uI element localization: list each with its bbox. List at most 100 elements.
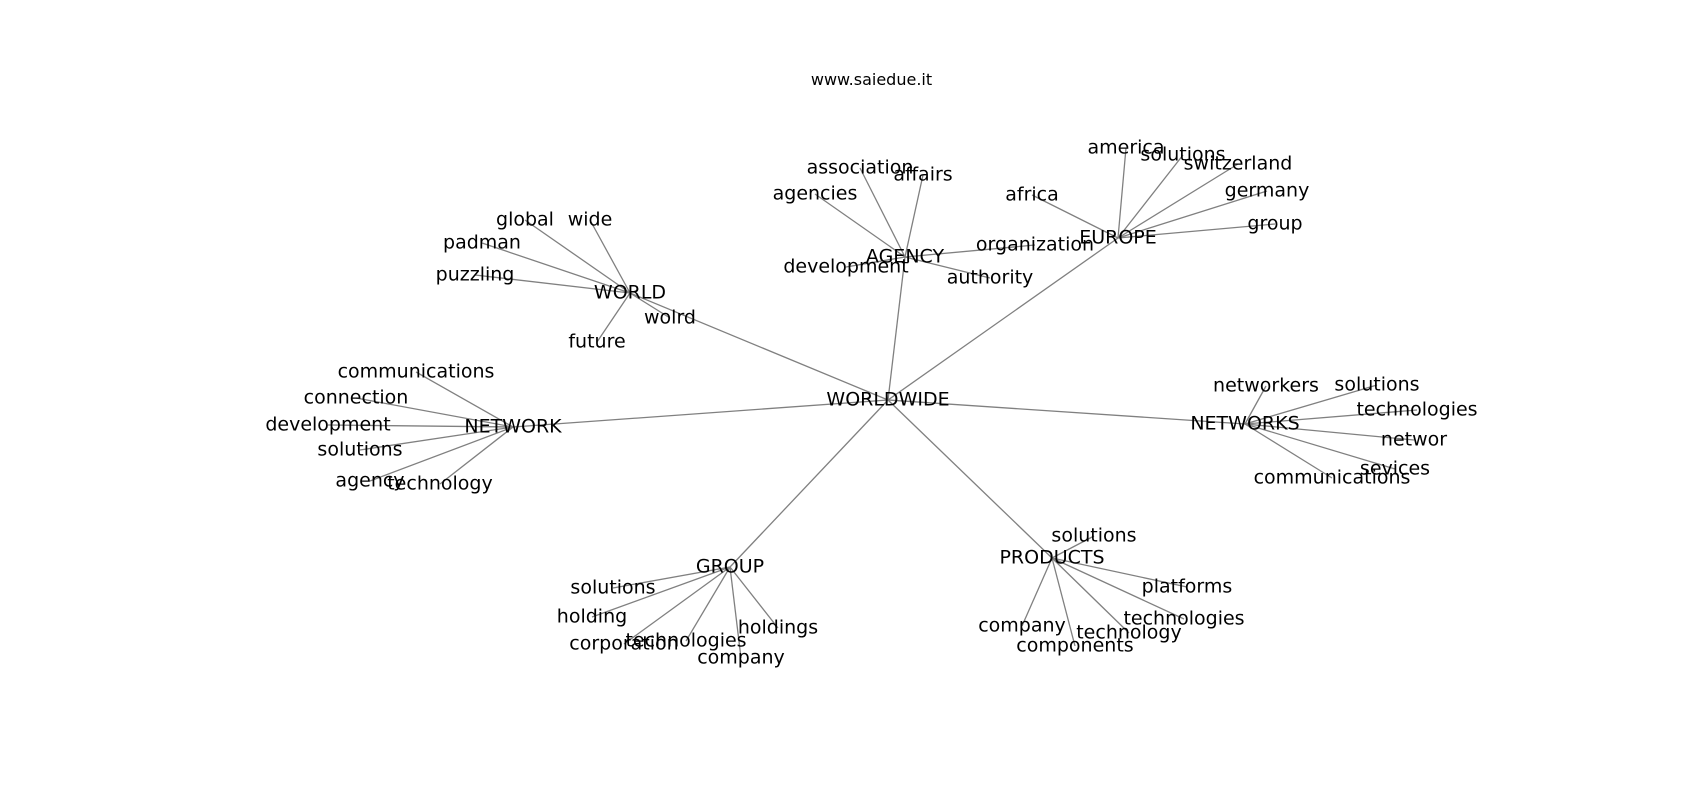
node-leaf-world: padman <box>443 232 521 254</box>
node-leaf-europe: switzerland <box>1184 153 1293 175</box>
node-leaf-group: company <box>697 647 785 669</box>
node-leaf-networks: technologies <box>1356 399 1477 421</box>
node-leaf-network: communications <box>338 361 495 383</box>
node-leaf-group: solutions <box>570 577 655 599</box>
node-leaf-networks: solutions <box>1334 374 1419 396</box>
edge-products-leaf-3 <box>1021 557 1053 627</box>
edge-world-leaf-0 <box>524 219 631 294</box>
node-hub-agency: AGENCY <box>866 246 945 268</box>
edge-world-leaf-1 <box>589 219 631 294</box>
edge-group-leaf-3 <box>685 566 731 642</box>
edge-network-leaf-4 <box>369 426 514 482</box>
edge-root-networks <box>887 399 1246 425</box>
node-leaf-agency: affairs <box>893 164 952 186</box>
edge-agency-leaf-4 <box>904 244 1036 258</box>
node-leaf-network: connection <box>304 387 409 409</box>
node-leaf-products: company <box>978 615 1066 637</box>
edge-networks-leaf-5 <box>1244 423 1333 479</box>
edge-world-leaf-4 <box>629 292 671 319</box>
edge-network-leaf-1 <box>355 397 514 428</box>
node-root: WORLDWIDE <box>826 389 949 411</box>
node-hub-networks: NETWORKS <box>1190 413 1299 435</box>
node-leaf-products: components <box>1016 635 1133 657</box>
edge-europe-leaf-0 <box>1117 147 1127 239</box>
edge-networks-leaf-0 <box>1244 385 1267 425</box>
edge-networks-leaf-2 <box>1244 409 1418 425</box>
edges-layer <box>327 147 1418 659</box>
node-leaf-europe: solutions <box>1140 144 1225 166</box>
node-leaf-group: technologies <box>625 630 746 652</box>
node-leaf-agency: authority <box>947 267 1034 289</box>
node-leaf-products: technology <box>1076 622 1182 644</box>
node-leaf-network: development <box>265 414 390 436</box>
node-leaf-network: technology <box>387 473 493 495</box>
edge-group-leaf-2 <box>623 566 731 645</box>
node-hub-europe: EUROPE <box>1079 227 1157 249</box>
edge-products-leaf-2 <box>1051 557 1185 620</box>
edge-network-leaf-3 <box>359 426 514 451</box>
labels-layer: WORLDWIDE WORLD global wide padman puzzling wo… <box>265 137 1477 669</box>
diagram-title: www.saiedue.it <box>810 70 933 89</box>
node-leaf-products: platforms <box>1142 576 1233 598</box>
node-leaf-europe: germany <box>1225 180 1310 202</box>
node-leaf-networks: communications <box>1254 467 1411 489</box>
node-hub-group: GROUP <box>696 556 764 578</box>
edge-root-world <box>629 292 889 401</box>
edge-networks-leaf-3 <box>1244 423 1415 441</box>
edge-group-leaf-4 <box>729 566 779 629</box>
node-leaf-group: holdings <box>738 617 818 639</box>
node-leaf-network: agency <box>335 470 404 492</box>
node-hub-network: NETWORK <box>464 416 562 438</box>
node-leaf-europe: group <box>1247 213 1302 235</box>
node-leaf-world: future <box>568 331 625 353</box>
node-leaf-agency: organization <box>976 234 1094 256</box>
edge-root-agency <box>887 256 906 401</box>
edge-agency-leaf-2 <box>814 193 906 258</box>
node-leaf-network: solutions <box>317 439 402 461</box>
node-leaf-world: wide <box>568 209 613 231</box>
edge-europe-leaf-1 <box>1117 154 1184 239</box>
node-leaf-group: corporation <box>569 633 678 655</box>
node-leaf-networks: networkers <box>1213 375 1319 397</box>
edge-agency-leaf-0 <box>859 167 906 258</box>
edge-products-leaf-4 <box>1051 557 1130 634</box>
edge-agency-leaf-3 <box>845 256 906 268</box>
node-leaf-group: holding <box>557 606 627 628</box>
node-leaf-networks: sevices <box>1360 458 1430 480</box>
edge-products-leaf-0 <box>1051 535 1095 559</box>
edge-network-leaf-2 <box>327 424 514 428</box>
edge-products-leaf-1 <box>1051 557 1188 588</box>
edge-agency-leaf-5 <box>904 256 991 279</box>
edge-group-leaf-5 <box>729 566 742 659</box>
edge-world-leaf-2 <box>481 242 631 294</box>
edge-network-leaf-0 <box>415 371 514 428</box>
edge-network-leaf-5 <box>439 426 514 485</box>
edge-europe-leaf-2 <box>1117 163 1239 239</box>
node-leaf-europe: america <box>1087 137 1164 159</box>
edge-root-network <box>512 399 889 428</box>
node-leaf-products: technologies <box>1123 608 1244 630</box>
edge-group-leaf-0 <box>612 566 731 589</box>
node-leaf-agency: association <box>807 157 914 179</box>
edge-root-europe <box>887 237 1119 401</box>
node-hub-products: PRODUCTS <box>999 547 1104 569</box>
node-leaf-world: global <box>496 209 554 231</box>
edge-europe-leaf-4 <box>1117 190 1268 239</box>
edge-products-leaf-5 <box>1051 557 1076 647</box>
edge-group-leaf-1 <box>591 566 731 618</box>
edge-networks-leaf-1 <box>1244 384 1378 425</box>
edge-world-leaf-3 <box>474 274 631 294</box>
node-leaf-products: solutions <box>1051 525 1136 547</box>
edge-world-leaf-5 <box>596 292 631 343</box>
node-hub-world: WORLD <box>594 282 666 304</box>
node-leaf-world: wolrd <box>644 307 696 329</box>
node-leaf-networks: networ <box>1381 429 1447 451</box>
edge-networks-leaf-4 <box>1244 423 1396 470</box>
edge-europe-leaf-5 <box>1117 223 1276 239</box>
node-leaf-world: puzzling <box>436 264 515 286</box>
edge-root-group <box>729 399 889 568</box>
node-leaf-agency: agencies <box>773 183 858 205</box>
edge-agency-leaf-1 <box>904 174 924 258</box>
edge-root-products <box>887 399 1053 559</box>
